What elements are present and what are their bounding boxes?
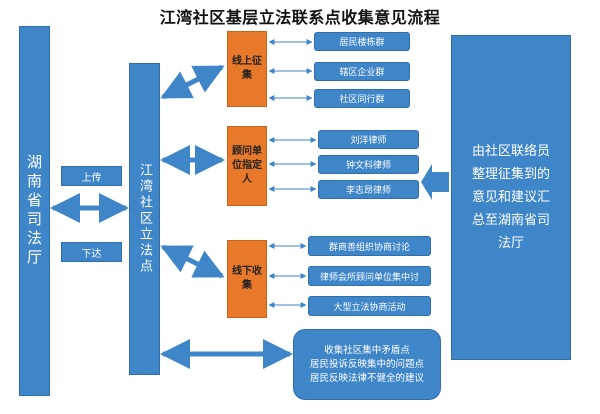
list-item: 钟文科律师: [318, 155, 419, 174]
list-item: 大型立法协商活动: [308, 296, 431, 316]
upload-label: 上传: [61, 166, 122, 186]
collected-issue-line: 收集社区集中矛盾点: [324, 344, 410, 356]
hunan-justice-department: 湖南省司法厅: [19, 26, 50, 396]
summary-column: 由社区联络员整理征集到的意见和建议汇总至湖南省司法厅: [451, 35, 571, 360]
arrow-middle-group3: [160, 244, 225, 279]
group-advisor-designee: 顾问单位指定人: [227, 126, 267, 206]
group-online-collection: 线上征集: [227, 31, 267, 107]
download-label: 下达: [61, 242, 122, 262]
list-item: 李志昂律师: [318, 180, 419, 199]
list-item: 律师会所顾问单位集中讨: [308, 266, 431, 286]
collected-issue-line: 居民投诉反映集中的问题点: [309, 358, 424, 370]
arrow-middle-group1: [160, 64, 225, 100]
page-title: 江湾社区基层立法联系点收集意见流程: [159, 8, 441, 27]
list-item: 居民楼栋群: [314, 32, 410, 51]
collected-issues-box: 收集社区集中矛盾点 居民投诉反映集中的问题点 居民反映法律不健全的建议: [293, 329, 441, 400]
arrow-right-to-items: [421, 164, 449, 200]
group-offline-collection: 线下收集: [227, 240, 267, 318]
jiangwan-legislation-point: 江湾社区立法点: [129, 63, 160, 375]
collected-issue-line: 居民反映法律不健全的建议: [309, 372, 424, 384]
list-item: 社区同行群: [314, 89, 410, 108]
list-item: 刘洋律师: [318, 130, 419, 149]
list-item: 辖区企业群: [314, 62, 410, 81]
list-item: 群商善组织协商讨论: [308, 236, 431, 256]
